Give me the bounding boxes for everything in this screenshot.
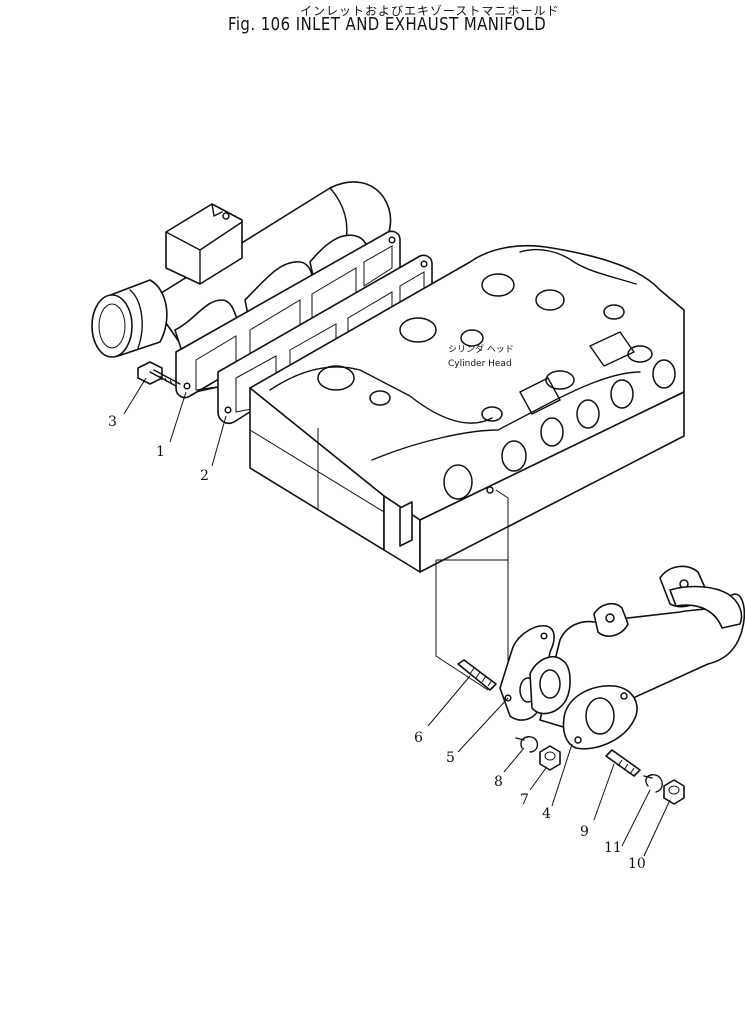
nut-10 bbox=[663, 779, 685, 805]
callout-7: 7 bbox=[520, 792, 529, 808]
callout-3: 3 bbox=[108, 414, 117, 430]
stud-6 bbox=[457, 659, 497, 691]
callout-4: 4 bbox=[542, 806, 551, 822]
title-japanese: インレットおよびエキゾーストマニホールド bbox=[300, 4, 560, 18]
callout-10: 10 bbox=[628, 856, 646, 872]
cylinder-head bbox=[249, 244, 685, 573]
cylinder-head-label-english: Cylinder Head bbox=[448, 359, 512, 369]
callout-1: 1 bbox=[156, 444, 165, 460]
callout-5: 5 bbox=[446, 750, 455, 766]
figure-title: インレットおよびエキゾーストマニホールド Fig. 106 INLET AND … bbox=[0, 0, 745, 40]
stud-9 bbox=[605, 749, 641, 777]
exhaust-manifold-4 bbox=[529, 565, 745, 750]
nut-7 bbox=[539, 745, 561, 771]
callout-8: 8 bbox=[494, 774, 503, 790]
spring-washer-11 bbox=[643, 774, 663, 793]
callout-9: 9 bbox=[580, 824, 589, 840]
spring-washer-8 bbox=[515, 736, 539, 753]
reference-line-exhaust bbox=[495, 489, 509, 692]
callout-6: 6 bbox=[414, 730, 423, 746]
cylinder-head-label-japanese: シリンダ ヘッド bbox=[448, 343, 514, 355]
title-english: Fig. 106 INLET AND EXHAUST MANIFOLD bbox=[228, 14, 547, 35]
callout-11: 11 bbox=[604, 840, 622, 856]
callout-leaders bbox=[123, 377, 671, 857]
bolt-3 bbox=[137, 361, 181, 387]
callout-2: 2 bbox=[200, 468, 209, 484]
reference-line-stud bbox=[435, 560, 489, 691]
